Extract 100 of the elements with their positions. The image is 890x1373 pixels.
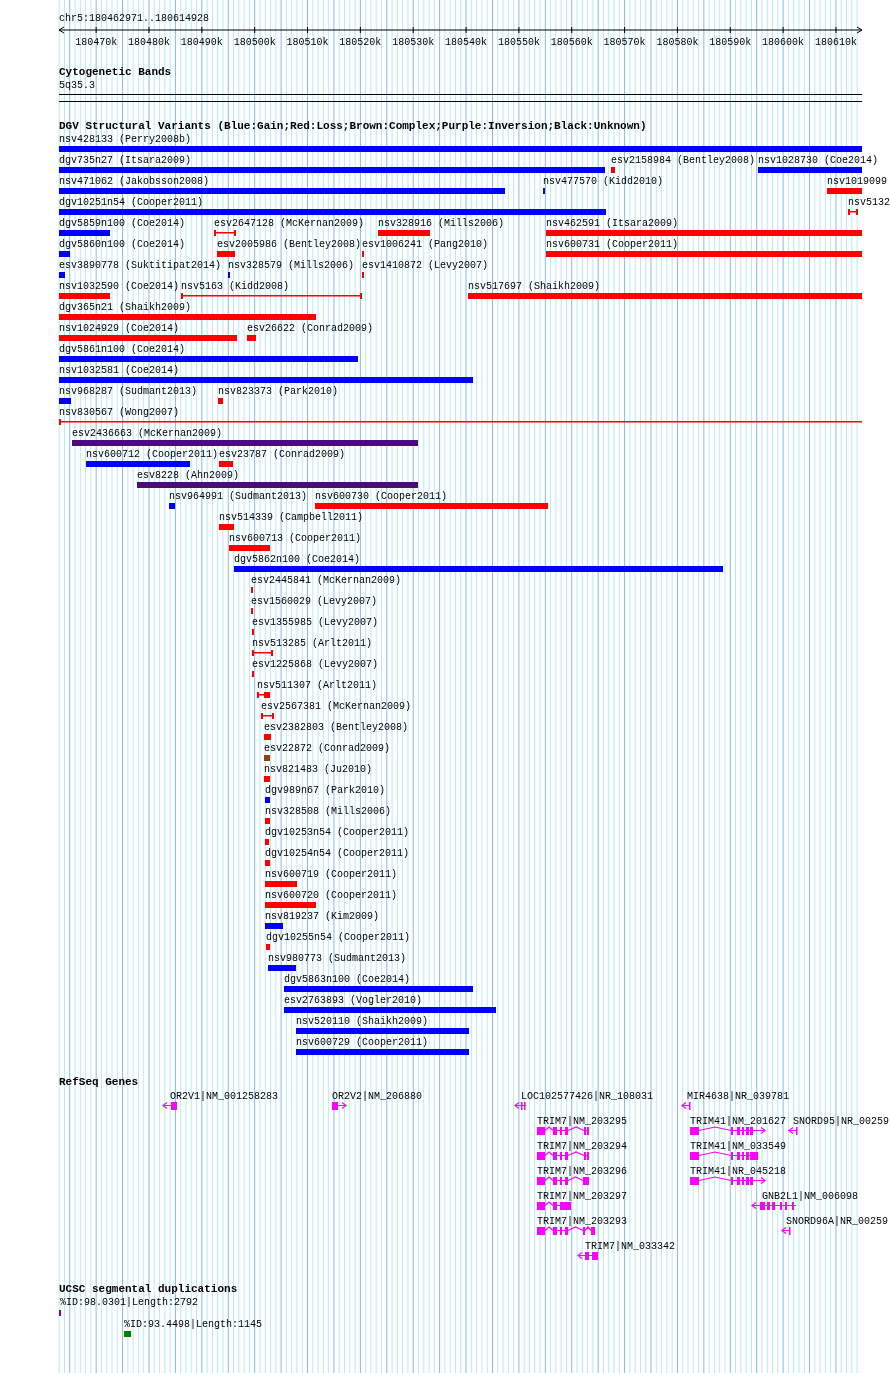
- variant-label: nsv600720 (Cooper2011): [265, 890, 398, 901]
- variant-label: nsv1024929 (Coe2014): [59, 323, 180, 334]
- duplication-label: %ID:93.4498|Length:1145: [124, 1319, 263, 1330]
- variant-label: nsv830567 (Wong2007): [59, 407, 180, 418]
- variant-label: esv1560029 (Levy2007): [251, 596, 378, 607]
- variant-label: nsv328916 (Mills2006): [378, 218, 505, 229]
- tick-label: 180480k: [128, 37, 170, 48]
- variant-label: esv22872 (Conrad2009): [264, 743, 391, 754]
- variant-label: esv2005986 (Bentley2008): [217, 239, 362, 250]
- variant-label: esv3890778 (Suktitipat2014): [59, 260, 222, 271]
- variant-label: nsv819237 (Kim2009): [265, 911, 380, 922]
- gene-label: TRIM41|NM_201627: [690, 1116, 786, 1127]
- gene-label: LOC102577426|NR_108031: [521, 1091, 654, 1102]
- gene-label: TRIM7|NM_203295: [537, 1116, 627, 1127]
- duplication-label: %ID:98.0301|Length:2792: [60, 1297, 199, 1308]
- variant-label: nsv514339 (Campbell2011): [219, 512, 364, 523]
- tick-label: 180470k: [75, 37, 118, 48]
- gene-label: TRIM7|NM_033342: [585, 1241, 675, 1252]
- variant-label: dgv5862n100 (Coe2014): [234, 554, 361, 565]
- variant-label: nsv600713 (Cooper2011): [229, 533, 362, 544]
- variant-label: nsv600730 (Cooper2011): [315, 491, 448, 502]
- track-title: RefSeq Genes: [59, 1077, 139, 1088]
- variant-label: dgv5860n100 (Coe2014): [59, 239, 186, 250]
- gene-label: TRIM41|NM_033549: [690, 1141, 786, 1152]
- variant-label: dgv10254n54 (Cooper2011): [265, 848, 410, 859]
- variant-label: nsv980773 (Sudmant2013): [268, 953, 407, 964]
- variant-label: dgv735n27 (Itsara2009): [59, 155, 192, 166]
- tick-label: 180530k: [392, 37, 435, 48]
- track-title: Cytogenetic Bands: [59, 67, 172, 78]
- variant-label: nsv1019099: [827, 176, 887, 187]
- variant-label: nsv823373 (Park2010): [218, 386, 339, 397]
- variant-label: nsv600712 (Cooper2011): [86, 449, 219, 460]
- gene-label: TRIM41|NR_045218: [690, 1166, 786, 1177]
- variant-label: dgv5863n100 (Coe2014): [284, 974, 411, 985]
- variant-label: esv2436663 (McKernan2009): [72, 428, 223, 439]
- gene-label: OR2V2|NM_206880: [332, 1091, 422, 1102]
- variant-label: nsv1032590 (Coe2014): [59, 281, 180, 292]
- tick-label: 180550k: [497, 37, 540, 48]
- gene-label: TRIM7|NM_203293: [537, 1216, 627, 1227]
- variant-label: nsv600731 (Cooper2011): [546, 239, 679, 250]
- variant-label: nsv462591 (Itsara2009): [546, 218, 679, 229]
- variant-label: esv2158984 (Bentley2008): [611, 155, 756, 166]
- variant-label: dgv365n21 (Shaikh2009): [59, 302, 192, 313]
- variant-label: nsv477570 (Kidd2010): [543, 176, 664, 187]
- tick-label: 180520k: [339, 37, 382, 48]
- variant-label: dgv5861n100 (Coe2014): [59, 344, 186, 355]
- variant-label: esv1225868 (Levy2007): [252, 659, 379, 670]
- gene-label: OR2V1|NM_001258283: [170, 1091, 279, 1102]
- variant-label: nsv821483 (Ju2010): [264, 764, 373, 775]
- tick-label: 180580k: [656, 37, 699, 48]
- gene-label: MIR4638|NR_039781: [687, 1091, 790, 1102]
- variant-label: nsv1032581 (Coe2014): [59, 365, 180, 376]
- variant-label: esv2647128 (McKernan2009): [214, 218, 365, 229]
- gene-label: TRIM7|NM_203297: [537, 1191, 627, 1202]
- variant-label: nsv520110 (Shaikh2009): [296, 1016, 429, 1027]
- variant-label: dgv10255n54 (Cooper2011): [266, 932, 411, 943]
- variant-label: nsv600729 (Cooper2011): [296, 1037, 429, 1048]
- variant-label: esv1355985 (Levy2007): [252, 617, 379, 628]
- variant-label: nsv1028730 (Coe2014): [758, 155, 879, 166]
- tick-label: 180570k: [603, 37, 646, 48]
- variant-label: esv2382803 (Bentley2008): [264, 722, 409, 733]
- variant-label: nsv517697 (Shaikh2009): [468, 281, 601, 292]
- variant-label: nsv968287 (Sudmant2013): [59, 386, 198, 397]
- gene-label: SNORD96A|NR_00259: [786, 1216, 889, 1227]
- variant-label: esv2445841 (McKernan2009): [251, 575, 402, 586]
- variant-label: nsv5163 (Kidd2008): [181, 281, 290, 292]
- tick-label: 180600k: [762, 37, 805, 48]
- variant-label: esv1410872 (Levy2007): [362, 260, 489, 271]
- variant-label: esv8228 (Ahn2009): [137, 470, 240, 481]
- tick-label: 180610k: [814, 37, 857, 48]
- gene-label: TRIM7|NM_203296: [537, 1166, 627, 1177]
- variant-label: esv2567381 (McKernan2009): [261, 701, 412, 712]
- tick-label: 180560k: [550, 37, 593, 48]
- variant-label: esv2763893 (Vogler2010): [284, 995, 423, 1006]
- tick-label: 180540k: [445, 37, 488, 48]
- variant-label: nsv471062 (Jakobsson2008): [59, 176, 210, 187]
- variant-label: nsv328508 (Mills2006): [265, 806, 392, 817]
- tick-label: 180510k: [286, 37, 329, 48]
- variant-label: nsv964991 (Sudmant2013): [169, 491, 308, 502]
- variant-label: nsv511307 (Arlt2011): [257, 680, 378, 691]
- gene-label: TRIM7|NM_203294: [537, 1141, 627, 1152]
- variant-label: nsv600719 (Cooper2011): [265, 869, 398, 880]
- coordinate-label: chr5:180462971..180614928: [59, 13, 210, 24]
- variant-label: nsv5132: [848, 197, 890, 208]
- track-title: DGV Structural Variants (Blue:Gain;Red:Loss;Brown:Complex;Purple:Inversion;Black:Unknown): [59, 121, 647, 132]
- tick-label: 180590k: [709, 37, 752, 48]
- variant-label: esv23787 (Conrad2009): [219, 449, 346, 460]
- gene-label: SNORD95|NR_00259: [793, 1116, 889, 1127]
- gene-label: GNB2L1|NM_006098: [762, 1191, 858, 1202]
- variant-label: nsv513285 (Arlt2011): [252, 638, 373, 649]
- variant-label: esv26622 (Conrad2009): [247, 323, 374, 334]
- variant-label: nsv328579 (Mills2006): [228, 260, 355, 271]
- variant-label: dgv989n67 (Park2010): [265, 785, 386, 796]
- variant-label: esv1006241 (Pang2010): [362, 239, 489, 250]
- track-title: UCSC segmental duplications: [59, 1284, 238, 1295]
- tick-label: 180500k: [233, 37, 276, 48]
- variant-label: nsv428133 (Perry2008b): [59, 134, 192, 145]
- variant-label: dgv5859n100 (Coe2014): [59, 218, 186, 229]
- band-label: 5q35.3: [59, 80, 95, 91]
- variant-label: dgv10253n54 (Cooper2011): [265, 827, 410, 838]
